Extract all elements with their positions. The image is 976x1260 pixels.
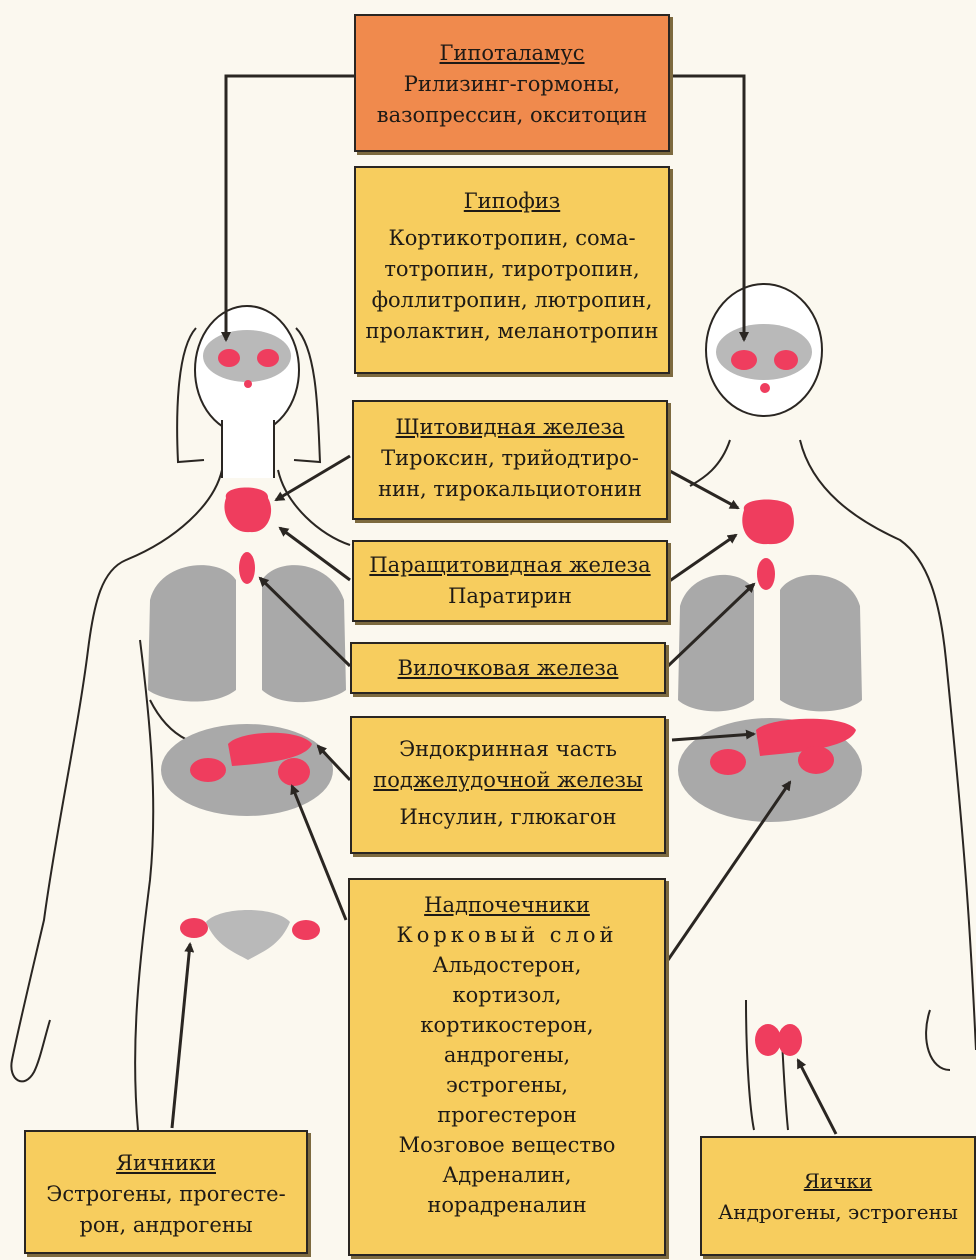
ovaries-line: рон, андрогены (26, 1210, 306, 1241)
ovaries-box: Яичники Эстрогены, прогесте- рон, андрог… (24, 1130, 308, 1254)
female-ovary-right (292, 920, 320, 940)
arrow-testes (798, 1060, 836, 1134)
pituitary-line: фоллитропин, лютропин, (356, 285, 668, 316)
testes-title: Яички (702, 1166, 974, 1197)
male-thymus-gland (757, 558, 775, 590)
female-pituitary-gland (257, 349, 279, 367)
pituitary-line: Кортикотропин, сома- (356, 223, 668, 254)
parathyroid-box: Паращитовидная железа Паратирин (352, 540, 668, 622)
pancreas-line: Инсулин, глюкагон (352, 802, 664, 833)
pituitary-box: Гипофиз Кортикотропин, сома- тотропин, т… (354, 166, 670, 374)
thymus-box: Вилочковая железа (350, 642, 666, 694)
adrenal-title: Надпочечники (350, 890, 664, 920)
male-pituitary-gland (774, 350, 798, 370)
adrenal-cortex-line: кортикостерон, (350, 1010, 664, 1040)
parathyroid-line: Паратирин (354, 581, 666, 612)
male-figure (678, 284, 976, 1130)
pancreas-title: поджелудочной железы (352, 765, 664, 796)
pituitary-line: тотропин, тиротропин, (356, 254, 668, 285)
thyroid-title: Щитовидная железа (354, 412, 666, 443)
adrenal-cortex-line: Альдостерон, (350, 950, 664, 980)
male-thyroid-gland (742, 500, 794, 545)
male-testis-right (778, 1024, 802, 1056)
female-figure (11, 306, 350, 1130)
arrow-hypothalamus-female (226, 76, 355, 340)
arrow-thyroid-male (668, 470, 738, 508)
pituitary-title: Гипофиз (356, 186, 668, 217)
female-adrenal-left (190, 758, 226, 782)
pituitary-line: пролактин, меланотропин (356, 316, 668, 347)
adrenal-medulla-line: Адреналин, (350, 1160, 664, 1190)
female-torso-outline (135, 640, 230, 1130)
parathyroid-title: Паращитовидная железа (354, 550, 666, 581)
adrenal-cortex-line: эстрогены, (350, 1070, 664, 1100)
thyroid-box: Щитовидная железа Тироксин, трийодтиро- … (352, 400, 668, 520)
arrow-adrenal-female (292, 786, 346, 920)
male-testis-left (755, 1024, 781, 1056)
hypothalamus-line: вазопрессин, окситоцин (356, 100, 668, 131)
pancreas-box: Эндокринная часть поджелудочной железы И… (350, 716, 666, 854)
thyroid-line: Тироксин, трийодтиро- (354, 443, 666, 474)
female-hypothalamus-gland (218, 349, 240, 367)
adrenal-medulla-line: норадреналин (350, 1190, 664, 1220)
female-adrenal-right (278, 758, 310, 786)
female-pineal-gland (244, 380, 252, 388)
testes-line: Андрогены, эстрогены (702, 1197, 974, 1228)
arrow-thyroid-female (276, 456, 350, 500)
adrenal-cortex-line: прогестерон (350, 1100, 664, 1130)
female-uterus (206, 910, 290, 960)
thymus-title: Вилочковая железа (352, 653, 664, 684)
female-thyroid-gland (224, 488, 271, 533)
adrenal-cortex-line: андрогены, (350, 1040, 664, 1070)
male-pineal-gland (760, 383, 770, 393)
ovaries-line: Эстрогены, прогесте- (26, 1179, 306, 1210)
male-hypothalamus-gland (731, 350, 757, 370)
male-adrenal-right (798, 746, 834, 774)
ovaries-title: Яичники (26, 1148, 306, 1179)
hypothalamus-line: Рилизинг-гормоны, (356, 69, 668, 100)
thyroid-line: нин, тирокальциотонин (354, 474, 666, 505)
adrenal-box: Надпочечники Корковый слой Альдостерон, … (348, 878, 666, 1256)
hypothalamus-box: Гипоталамус Рилизинг-гормоны, вазопресси… (354, 14, 670, 152)
male-brain-region (716, 324, 812, 380)
adrenal-cortex-heading: Корковый слой (350, 920, 664, 950)
arrow-ovaries (172, 944, 190, 1128)
testes-box: Яички Андрогены, эстрогены (700, 1136, 976, 1256)
male-lungs (678, 575, 862, 711)
pancreas-line: Эндокринная часть (352, 734, 664, 765)
adrenal-cortex-line: кортизол, (350, 980, 664, 1010)
hypothalamus-title: Гипоталамус (356, 38, 668, 69)
male-adrenal-left (710, 749, 746, 775)
female-thymus-gland (239, 552, 255, 584)
adrenal-medulla-heading: Мозговое вещество (350, 1130, 664, 1160)
female-ovary-left (180, 918, 208, 938)
